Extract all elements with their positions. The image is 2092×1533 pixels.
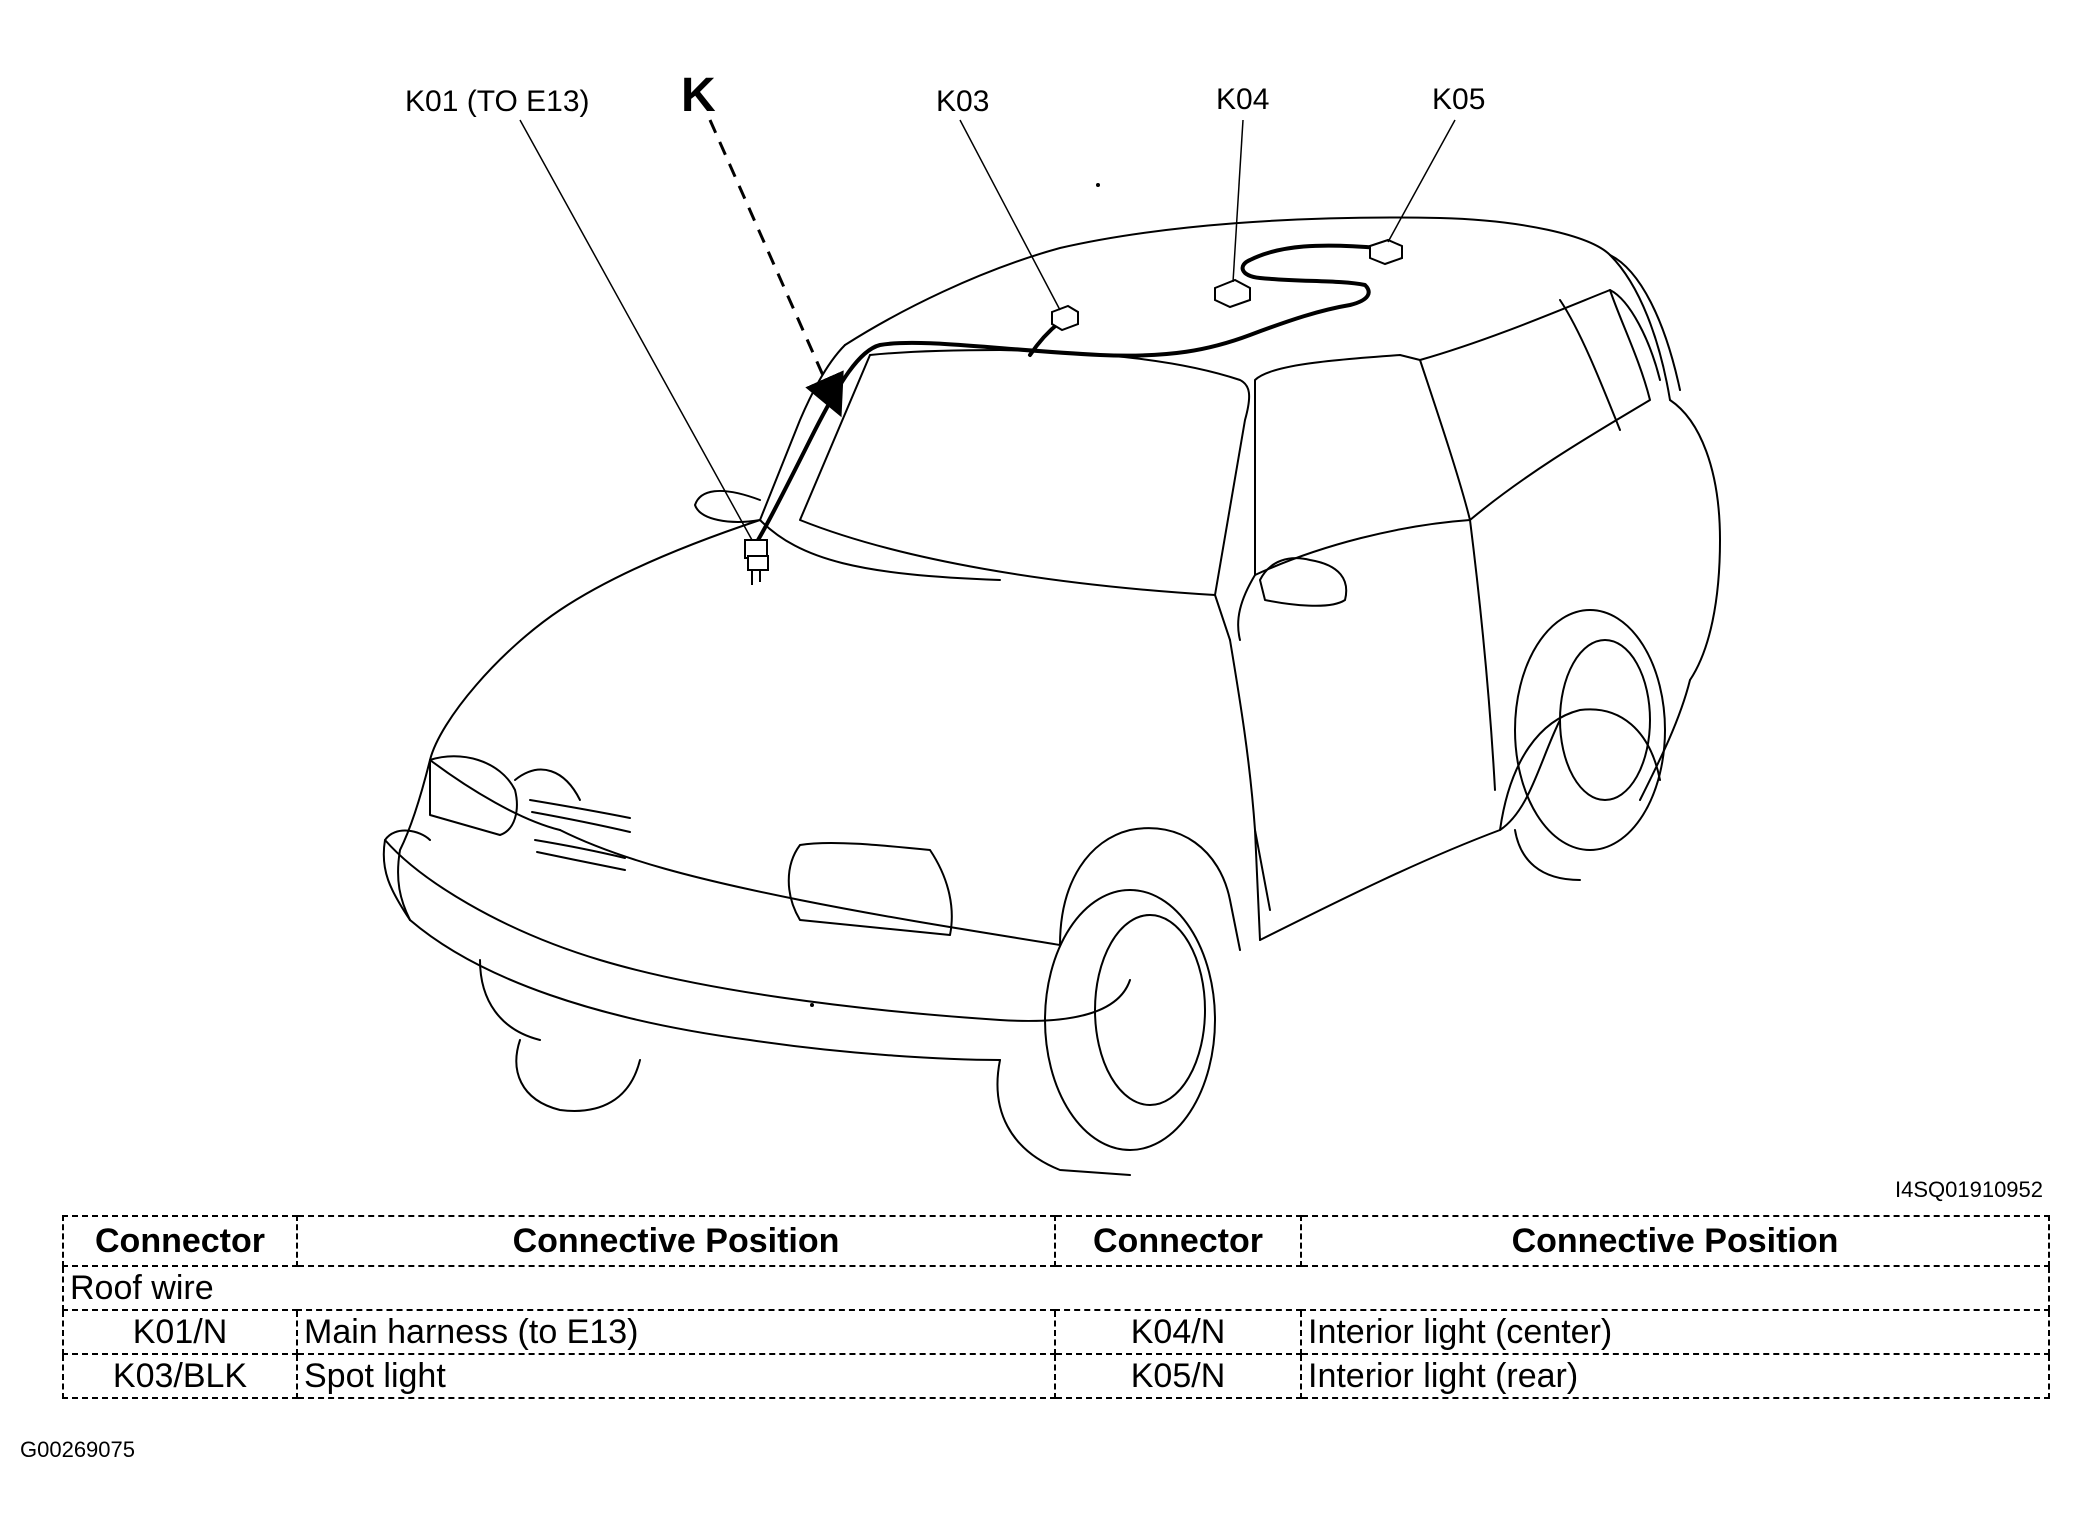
cell-left-position: Main harness (to E13): [296, 1309, 1056, 1355]
table-header-row: Connector Connective Position Connector …: [62, 1215, 2050, 1267]
connector-k01-icon: [744, 539, 769, 585]
cell-left-position: Spot light: [296, 1353, 1056, 1399]
group-label: Roof wire: [62, 1265, 2050, 1311]
table-group-row: Roof wire: [62, 1265, 2050, 1311]
cell-left-connector: K01/N: [62, 1309, 298, 1355]
table-row: K01/N Main harness (to E13) K04/N Interi…: [62, 1309, 2050, 1355]
callout-k05: K05: [1432, 83, 1486, 116]
view-k-arrow: [708, 119, 844, 418]
speck-mark: [1096, 183, 1100, 187]
connector-k03-icon: [1051, 304, 1079, 332]
connector-table: Connector Connective Position Connector …: [62, 1215, 2050, 1399]
cell-right-position: Interior light (center): [1300, 1309, 2050, 1355]
header-position-right: Connective Position: [1300, 1215, 2050, 1267]
table-row: K03/BLK Spot light K05/N Interior light …: [62, 1353, 2050, 1399]
vehicle-outline: [382, 216, 1721, 1176]
callout-k03: K03: [936, 85, 990, 118]
document-code: G00269075: [20, 1437, 135, 1462]
cell-right-connector: K04/N: [1054, 1309, 1302, 1355]
cell-left-connector: K03/BLK: [62, 1353, 298, 1399]
cell-right-connector: K05/N: [1054, 1353, 1302, 1399]
header-connector-left: Connector: [62, 1215, 298, 1267]
connector-k04-icon: [1214, 278, 1251, 309]
leader-lines: [519, 119, 1456, 541]
callout-k01: K01 (TO E13): [405, 85, 590, 118]
roof-wire-harness: [756, 243, 1382, 547]
callout-k: K: [681, 69, 716, 122]
connector-k05-icon: [1369, 238, 1403, 266]
image-code: I4SQ01910952: [1895, 1177, 2044, 1202]
speck-mark: [810, 1003, 814, 1007]
cell-right-position: Interior light (rear): [1300, 1353, 2050, 1399]
header-position-left: Connective Position: [296, 1215, 1056, 1267]
callout-k04: K04: [1216, 83, 1270, 116]
header-connector-right: Connector: [1054, 1215, 1302, 1267]
